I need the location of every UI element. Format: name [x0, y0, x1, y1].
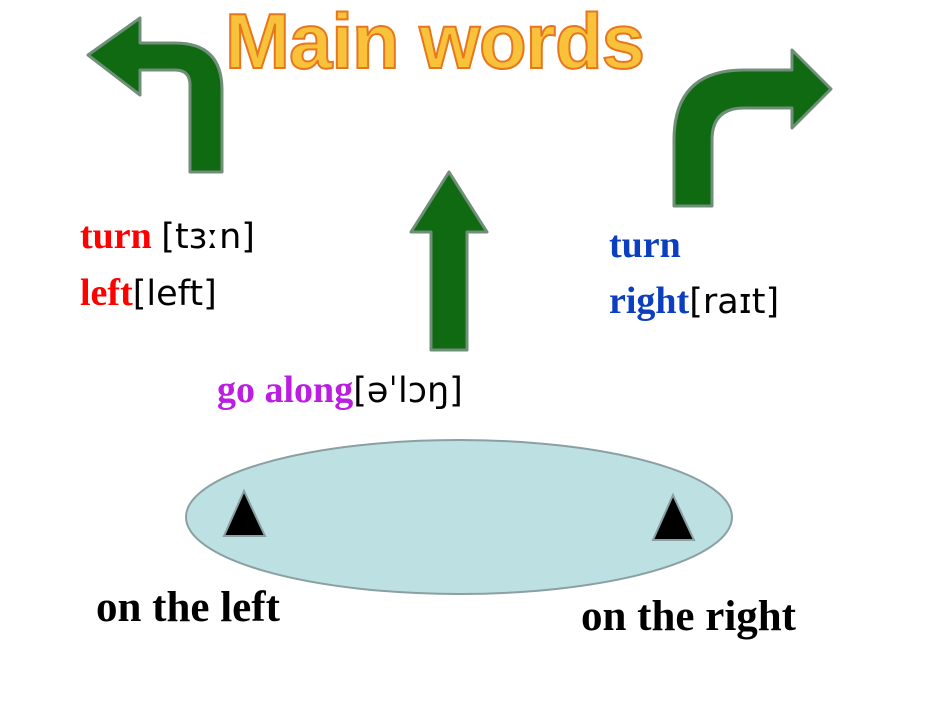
road-ellipse: [185, 439, 733, 595]
on-the-right-label: on the right: [581, 593, 796, 640]
go-along-vocab: go along[əˈlɔŋ]: [217, 362, 463, 419]
go-along-word: go along: [217, 369, 354, 411]
on-the-left-label: on the left: [96, 584, 280, 631]
turn-left-word-left: left: [80, 272, 133, 314]
go-along-ipa: [əˈlɔŋ]: [353, 371, 463, 411]
turn-right-arrow-icon: [672, 48, 833, 208]
turn-right-word-turn: turn: [609, 224, 681, 266]
triangle-marker-icon: [651, 492, 696, 541]
straight-up-arrow-icon: [409, 170, 489, 352]
turn-left-ipa-turn: [tɜːn]: [161, 217, 255, 257]
turn-right-vocab: turn right[raɪt]: [609, 217, 779, 330]
turn-left-line-2: left[left]: [80, 265, 255, 322]
turn-left-vocab: turn [tɜːn] left[left]: [80, 208, 255, 322]
turn-left-word-turn: turn: [80, 215, 162, 257]
turn-right-line-2: right[raɪt]: [609, 273, 779, 330]
triangle-marker-icon: [222, 488, 267, 537]
page-title: Main words: [224, 0, 646, 85]
turn-right-ipa-right: [raɪt]: [689, 282, 780, 322]
turn-left-ipa-left: [left]: [132, 274, 217, 314]
turn-right-line-1: turn: [609, 217, 779, 273]
turn-left-arrow-icon: [86, 16, 224, 174]
turn-right-word-right: right: [609, 280, 690, 322]
turn-left-line-1: turn [tɜːn]: [80, 208, 255, 265]
